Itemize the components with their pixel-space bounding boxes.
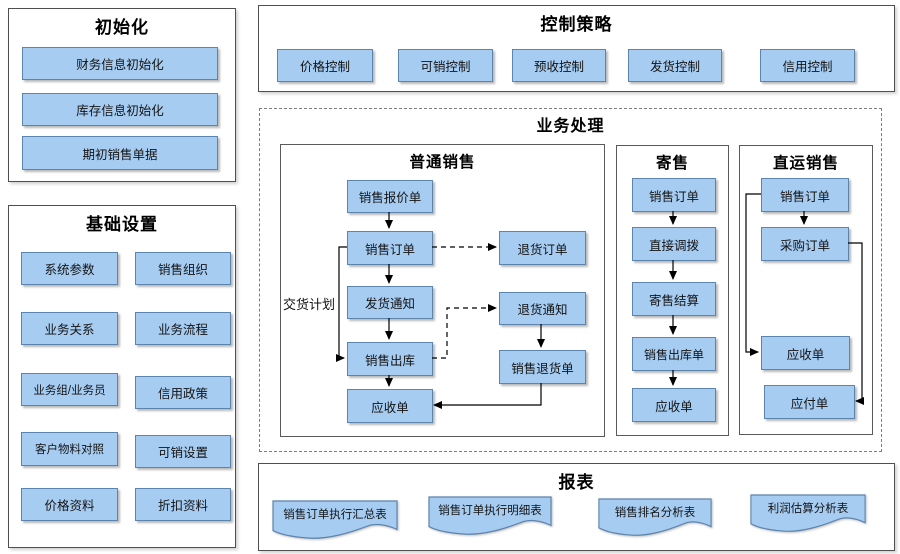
node-sales-order-direct: 销售订单 [761,178,849,212]
node-business-group-salesman: 业务组/业务员 [21,373,118,406]
node-system-params: 系统参数 [21,252,118,285]
node-inventory-init: 库存信息初始化 [22,93,218,126]
report-label: 利润估算分析表 [767,503,849,516]
node-discount-data: 折扣资料 [135,488,231,521]
node-return-notice: 退货通知 [499,292,586,325]
node-customer-material-mapping: 客户物料对照 [21,432,118,466]
report-sales-ranking: 销售排名分析表 [598,498,712,537]
report-profit-estimate: 利润估算分析表 [750,494,866,533]
normal-sales-title: 普通销售 [409,154,476,171]
node-receivable-consignment: 应收单 [632,388,716,422]
report-label: 销售订单执行汇总表 [283,509,387,522]
node-price-control: 价格控制 [277,49,373,82]
consignment-title: 寄售 [655,155,689,172]
report-order-exec-summary: 销售订单执行汇总表 [272,500,398,540]
node-opening-sales-docs: 期初销售单据 [22,136,218,170]
direct-sales-title: 直运销售 [772,155,839,172]
node-price-data: 价格资料 [21,488,118,521]
report-label: 销售订单执行明细表 [438,505,542,518]
reports-title: 报表 [558,473,595,492]
node-finance-init: 财务信息初始化 [22,47,218,80]
node-sales-org: 销售组织 [135,252,231,285]
control-strategy-title: 控制策略 [540,15,613,34]
node-receivable-direct: 应收单 [761,336,850,370]
delivery-plan-label: 交货计划 [283,297,336,312]
node-prepayment-control: 预收控制 [512,49,606,82]
basic-settings-title: 基础设置 [86,215,158,234]
node-purchase-order: 采购订单 [761,227,849,261]
report-label: 销售排名分析表 [614,507,696,520]
node-sales-outbound-doc: 销售出库单 [632,337,716,371]
report-order-exec-detail: 销售订单执行明细表 [428,496,552,536]
node-return-order: 退货订单 [499,231,586,265]
node-credit-control: 信用控制 [760,49,855,82]
business-processing-title: 业务处理 [536,118,605,135]
node-consignment-settlement: 寄售结算 [632,282,716,316]
node-payable: 应付单 [764,385,855,419]
node-sales-order-consignment: 销售订单 [632,178,716,212]
node-saleable-settings: 可销设置 [135,435,231,468]
subpanel-normal-sales: 普通销售 [280,144,605,437]
node-saleable-control: 可销控制 [398,49,493,82]
node-business-relations: 业务关系 [21,312,118,345]
node-credit-policy: 信用政策 [135,376,231,409]
node-business-process: 业务流程 [135,312,231,345]
node-sales-outbound: 销售出库 [347,342,433,376]
node-sales-order-normal: 销售订单 [347,231,433,265]
node-delivery-notice: 发货通知 [347,286,433,319]
node-direct-transfer: 直接调拨 [632,227,716,261]
node-sales-quotation: 销售报价单 [347,180,433,213]
node-shipment-control: 发货控制 [628,49,722,82]
node-sales-return: 销售退货单 [499,350,586,384]
initialization-title: 初始化 [95,18,149,37]
node-receivable-normal: 应收单 [347,389,433,423]
